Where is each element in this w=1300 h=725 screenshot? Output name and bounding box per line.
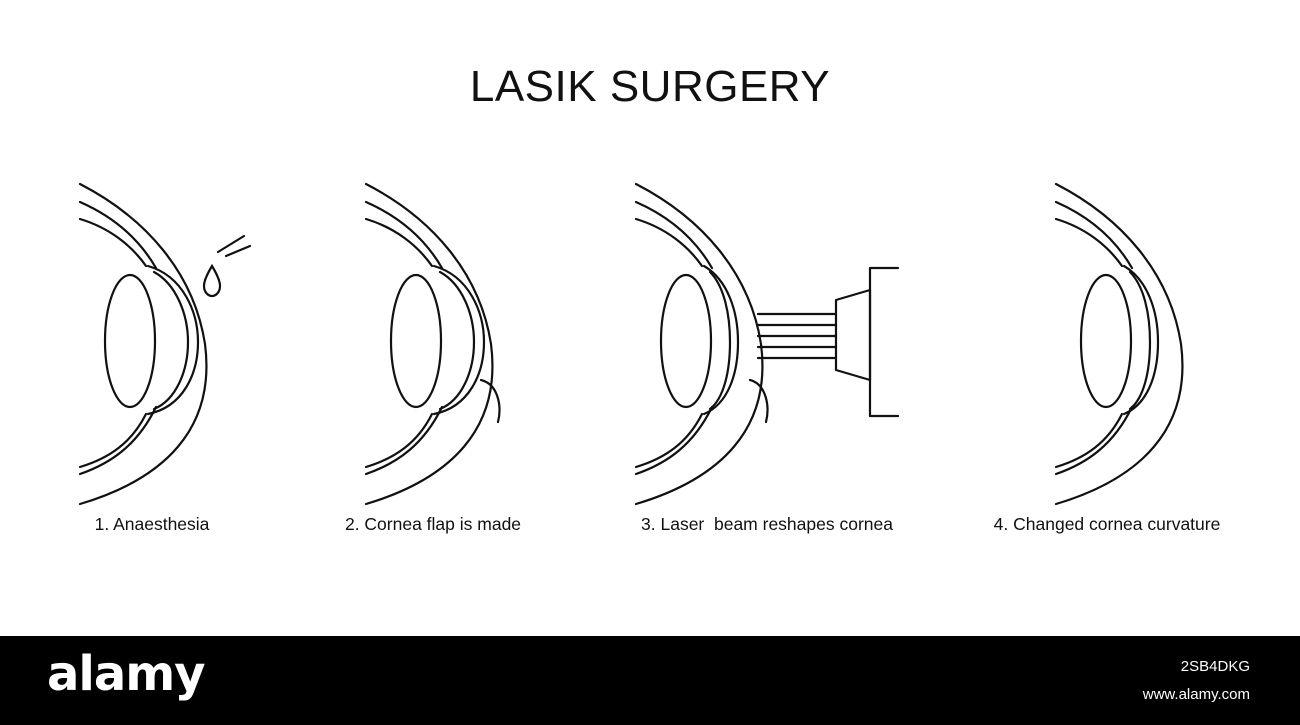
image-code: 2SB4DKG — [1180, 658, 1250, 675]
drop-icon — [202, 234, 252, 298]
site-url: www.alamy.com — [1142, 686, 1250, 703]
watermark-footer: alamy 2SB4DKG www.alamy.com — [0, 636, 1300, 725]
brand-logo: alamy — [47, 646, 206, 702]
eye-with-flap-icon — [364, 182, 501, 506]
step-1-label: 1. Anaesthesia — [94, 514, 210, 534]
step-3-label: 3. Laser beam reshapes cornea — [641, 514, 893, 534]
eye-with-drop-icon — [78, 182, 252, 506]
eye-with-laser-icon — [634, 182, 900, 506]
lasik-steps-diagram — [78, 182, 1184, 506]
diagram-title: LASIK SURGERY — [469, 62, 831, 111]
eye-reshaped-icon — [1054, 182, 1184, 506]
step-2-label: 2. Cornea flap is made — [344, 514, 522, 534]
step-4-label: 4. Changed cornea curvature — [993, 514, 1221, 534]
